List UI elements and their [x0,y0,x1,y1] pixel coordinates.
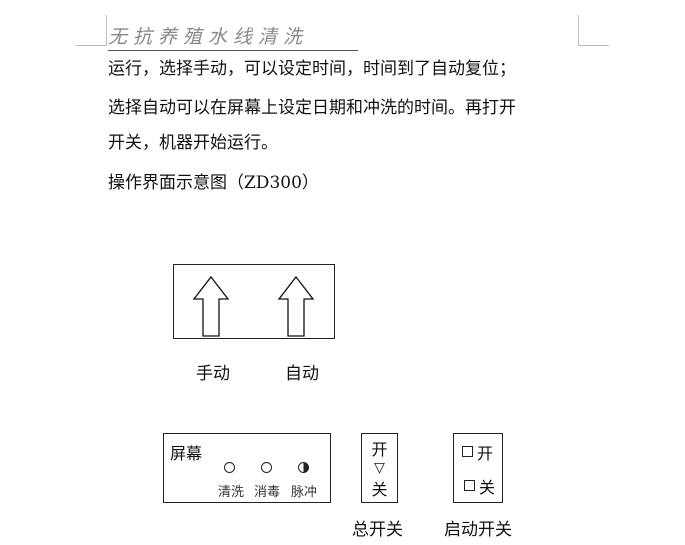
main-switch-off: 关 [371,480,388,499]
paragraph-line: 开关，机器开始运行。 [108,133,278,153]
mode-panel [173,264,335,339]
auto-arrow-icon[interactable] [276,275,316,337]
figure-caption: 操作界面示意图（ZD300） [108,173,319,193]
paragraph-line: 运行，选择手动，可以设定时间，时间到了自动复位； [108,59,516,79]
main-switch-on: 开 [371,440,388,459]
screen-panel: 屏幕 清洗 消毒 脉冲 [163,433,331,503]
triangle-down-icon: ▽ [374,460,385,476]
indicator-label: 消毒 [254,485,281,500]
checkbox-icon[interactable] [462,446,473,457]
wash-indicator-icon [224,462,235,473]
start-switch-on: 开 [477,444,494,463]
paragraph-line: 选择自动可以在屏幕上设定日期和冲洗的时间。再打开 [108,98,516,118]
margin-corner-left [76,15,107,46]
auto-label: 自动 [285,364,319,384]
main-switch[interactable]: 开 ▽ 关 [361,433,398,503]
manual-arrow-icon[interactable] [191,275,231,337]
header-title: 无抗养殖水线清洗 [108,22,358,51]
start-switch[interactable]: 开 关 [453,433,503,503]
screen-title: 屏幕 [170,444,203,463]
main-switch-label: 总开关 [352,520,403,540]
indicator-label: 清洗 [218,485,245,500]
manual-label: 手动 [196,364,230,384]
pulse-indicator-icon [298,462,309,473]
start-switch-off: 关 [479,478,496,497]
indicator-label: 脉冲 [291,485,318,500]
start-switch-label: 启动开关 [444,520,512,540]
margin-corner-right [578,15,609,46]
checkbox-icon[interactable] [464,480,475,491]
disinfect-indicator-icon [261,462,272,473]
